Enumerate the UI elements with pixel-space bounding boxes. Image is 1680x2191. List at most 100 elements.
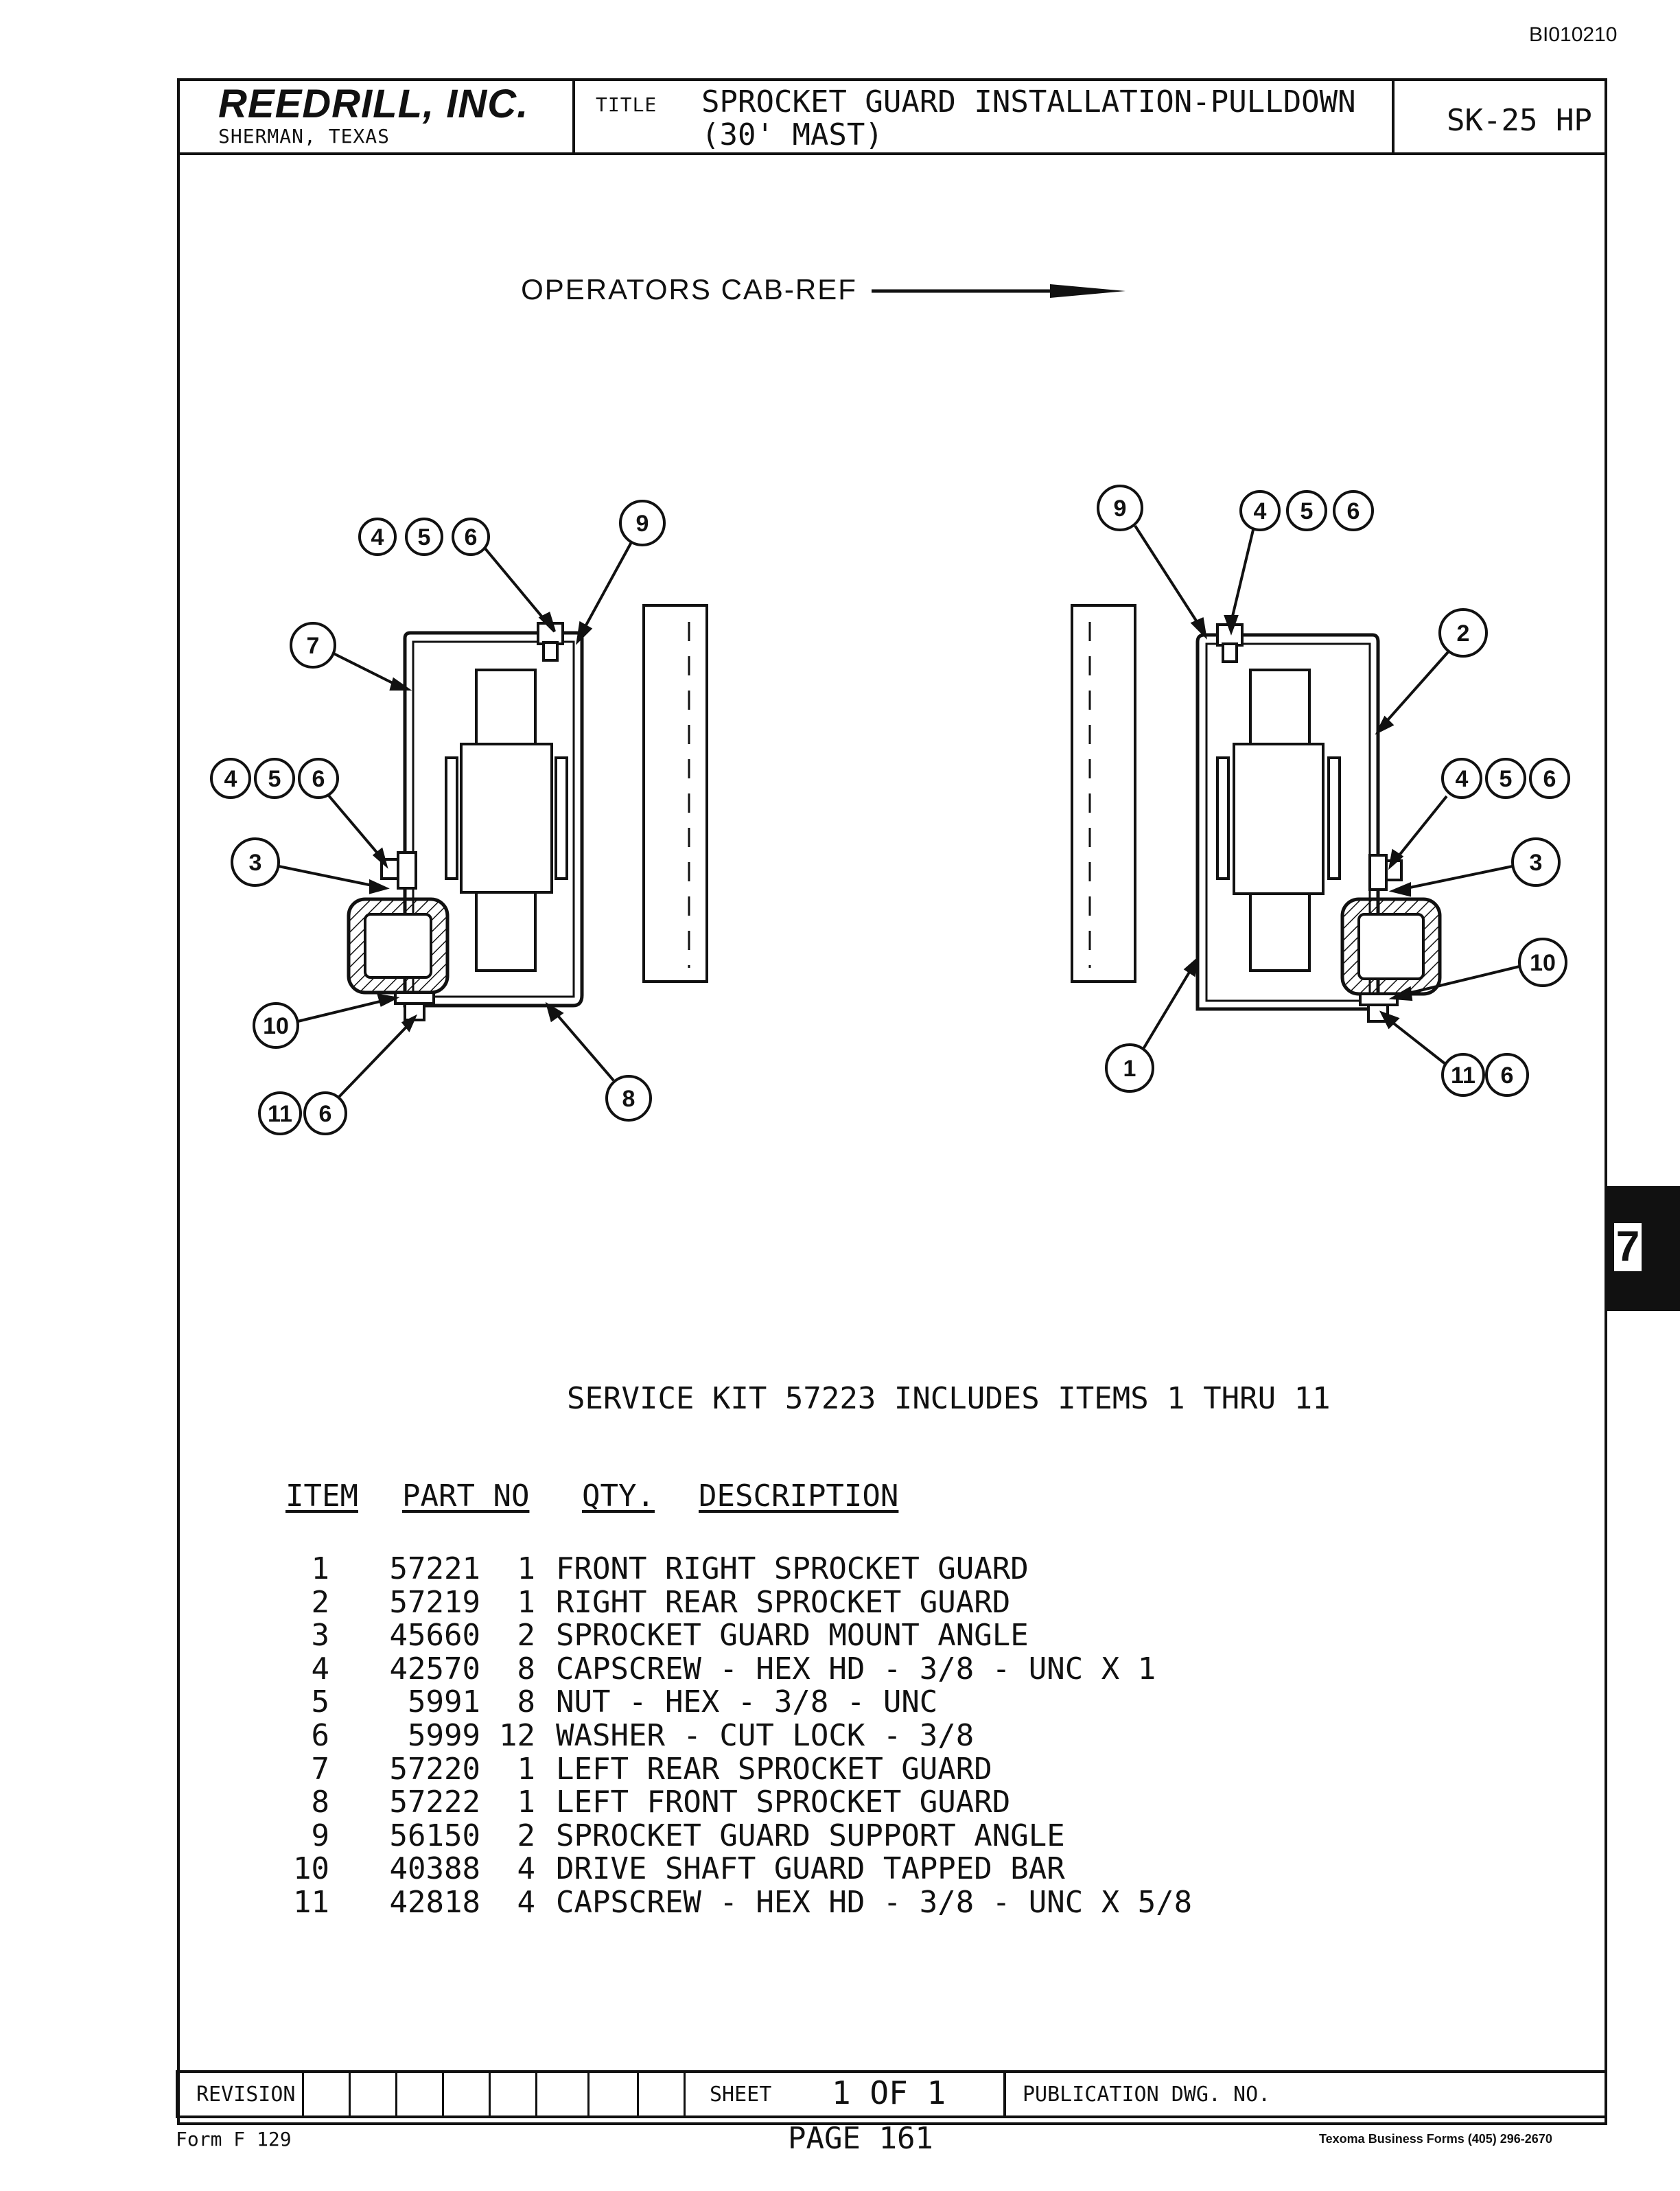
revision-cell (302, 2072, 304, 2117)
table-row: 4 42570 8 CAPSCREW - HEX HD - 3/8 - UNC X 1 (275, 1651, 1373, 1686)
right-callout-9: 9 (1114, 496, 1127, 522)
right-assembly (1071, 485, 1570, 1097)
header-divider-right (1392, 78, 1395, 154)
sheet-divider (1003, 2072, 1006, 2117)
drawing-title-line2: (30' MAST) (701, 117, 883, 152)
left-callout-6: 6 (465, 524, 478, 550)
cell-qty: 8 (517, 1684, 536, 1720)
publication-label: PUBLICATION DWG. NO. (1023, 2083, 1271, 2107)
cell-qty: 8 (517, 1651, 536, 1686)
column-header-part-no: PART NO (402, 1479, 530, 1514)
cell-description: CAPSCREW - HEX HD - 3/8 - UNC X 5/8 (556, 1885, 1193, 1920)
cell-description: SPROCKET GUARD SUPPORT ANGLE (556, 1818, 1065, 1853)
cell-qty: 12 (499, 1718, 535, 1753)
left-callout-4b: 4 (224, 766, 237, 792)
cell-qty: 2 (517, 1618, 536, 1654)
form-number: Form F 129 (176, 2128, 292, 2151)
left-callout-3: 3 (249, 850, 262, 876)
cell-qty: 4 (517, 1851, 536, 1887)
cell-description: FRONT RIGHT SPROCKET GUARD (556, 1551, 1029, 1586)
cell-item: 1 (311, 1551, 330, 1586)
column-header-qty: QTY. (582, 1479, 655, 1514)
revision-cell (587, 2072, 590, 2117)
section-tab-number: 7 (1614, 1223, 1642, 1271)
left-callout-4: 4 (371, 524, 384, 550)
cell-qty: 1 (517, 1584, 536, 1620)
model-number: SK-25 HP (1447, 103, 1592, 138)
drawing-frame (177, 78, 1607, 2125)
left-callout-7: 7 (307, 633, 320, 659)
cell-item: 2 (311, 1584, 330, 1620)
left-callout-11: 11 (268, 1101, 292, 1127)
right-callout-2: 2 (1457, 621, 1470, 647)
left-assembly (210, 500, 708, 1135)
cell-description: LEFT REAR SPROCKET GUARD (556, 1751, 992, 1787)
right-callout-6: 6 (1347, 498, 1360, 524)
title-label: TITLE (596, 93, 657, 116)
cell-description: NUT - HEX - 3/8 - UNC (556, 1684, 938, 1720)
cell-qty: 2 (517, 1818, 536, 1853)
cell-part-no: 57222 (389, 1785, 480, 1820)
right-callout-5b: 5 (1500, 766, 1513, 792)
header-divider (177, 152, 1607, 155)
cell-part-no: 5991 (408, 1684, 480, 1720)
left-callout-10: 10 (263, 1013, 289, 1039)
right-callout-4b: 4 (1456, 766, 1469, 792)
cell-description: LEFT FRONT SPROCKET GUARD (556, 1785, 1011, 1820)
document-id: BI010210 (1529, 23, 1618, 46)
company-location: SHERMAN, TEXAS (218, 125, 390, 148)
cell-description: CAPSCREW - HEX HD - 3/8 - UNC X 1 (556, 1651, 1156, 1686)
cell-item: 5 (311, 1684, 330, 1720)
right-callout-5: 5 (1300, 498, 1314, 524)
revision-label: REVISION (196, 2083, 296, 2107)
table-row: 1 57221 1 FRONT RIGHT SPROCKET GUARD (275, 1551, 1373, 1586)
cell-qty: 1 (517, 1551, 536, 1586)
cell-part-no: 40388 (389, 1851, 480, 1887)
cell-part-no: 42570 (389, 1651, 480, 1686)
right-callout-6b: 6 (1543, 766, 1556, 792)
cell-item: 9 (311, 1818, 330, 1853)
revision-cell (535, 2072, 537, 2117)
revision-cell (349, 2072, 351, 2117)
table-row: 8 57222 1 LEFT FRONT SPROCKET GUARD (275, 1785, 1373, 1820)
left-callout-8: 8 (622, 1086, 635, 1112)
reference-arrow-head (1050, 284, 1125, 298)
right-callout-4: 4 (1254, 498, 1267, 524)
revision-cell (442, 2072, 444, 2117)
revision-cell (637, 2072, 639, 2117)
footer-bottom-line (176, 2115, 1607, 2118)
cell-qty: 4 (517, 1885, 536, 1920)
right-callout-10: 10 (1530, 950, 1556, 976)
cell-part-no: 57220 (389, 1751, 480, 1787)
left-callout-6c: 6 (319, 1101, 332, 1127)
cell-item: 4 (311, 1651, 330, 1686)
cell-part-no: 57219 (389, 1584, 480, 1620)
sheet-value: 1 OF 1 (832, 2074, 946, 2111)
cell-qty: 1 (517, 1785, 536, 1820)
cell-description: DRIVE SHAFT GUARD TAPPED BAR (556, 1851, 1065, 1887)
company-logo: REEDRILL, INC. (218, 82, 529, 126)
cell-item: 11 (293, 1885, 329, 1920)
footer-top-line (176, 2070, 1607, 2073)
right-callout-3: 3 (1530, 850, 1543, 876)
table-row: 5 5991 8 NUT - HEX - 3/8 - UNC (275, 1684, 1373, 1720)
footer-right-line (1605, 2070, 1607, 2118)
left-callout-6b: 6 (312, 766, 325, 792)
right-callout-1: 1 (1123, 1056, 1136, 1082)
cell-item: 8 (311, 1785, 330, 1820)
cell-part-no: 5999 (408, 1718, 480, 1753)
right-callout-11: 11 (1451, 1063, 1475, 1089)
page-number: PAGE 161 (788, 2121, 933, 2156)
revision-cell (395, 2072, 397, 2117)
left-callout-9: 9 (636, 511, 649, 537)
cell-part-no: 57221 (389, 1551, 480, 1586)
cell-item: 6 (311, 1718, 330, 1753)
sheet-label: SHEET (710, 2083, 772, 2107)
printer-imprint: Texoma Business Forms (405) 296-2670 (1319, 2132, 1552, 2146)
